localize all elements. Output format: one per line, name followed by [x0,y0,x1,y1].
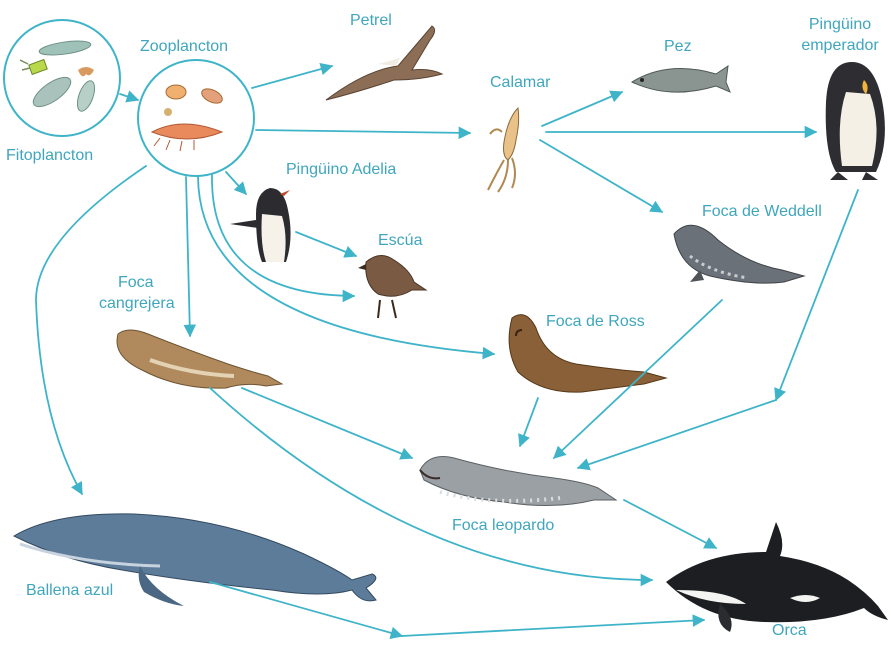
label-pinguino-emperador-line1: Pingüino [790,15,890,34]
arrow-calamar-weddell [540,140,662,212]
arrow-zooplancton-petrel [252,66,332,88]
fitoplancton-circle [4,20,120,136]
zooplancton-circle [138,60,254,176]
arrow-emperador-leopardo-tip [578,400,776,468]
label-pinguino-emperador-line2: emperador [790,36,890,55]
arrow-calamar-pez [542,92,622,126]
label-fitoplancton: Fitoplancton [6,146,93,165]
label-pinguino-adelia: Pingüino Adelia [286,160,396,179]
label-escua: Escúa [378,231,422,250]
pinguino-adelia-illustration [230,188,291,262]
arrow-zooplancton-calamar [256,130,470,133]
label-zooplancton: Zooplancton [140,37,228,56]
calamar-illustration [488,108,519,192]
arrow-cangrejera-leopardo [242,388,412,458]
arrow-ballena-orca-tip [402,620,704,636]
label-foca-cangrejera-line1: Foca [118,273,154,292]
label-orca: Orca [772,621,807,640]
arrow-leopardo-orca [624,500,716,548]
foca-cangrejera-illustration [117,330,282,388]
label-foca-leopardo: Foca leopardo [452,516,554,535]
arrow-zooplancton-ross [198,177,494,354]
arrow-ross-leopardo [520,398,538,446]
arrow-emperador-leopardo [776,190,858,400]
label-foca-cangrejera-line2: cangrejera [99,294,175,313]
arrow-fitoplancton-zooplancton [120,94,138,100]
label-foca-weddell: Foca de Weddell [702,202,822,221]
foca-weddell-illustration [674,225,804,283]
arrow-adelia-escua [296,232,356,256]
label-ballena-azul: Ballena azul [26,581,113,600]
label-petrel: Petrel [350,11,392,30]
label-calamar: Calamar [490,73,550,92]
petrel-illustration [326,26,442,100]
label-pez: Pez [664,37,692,56]
escua-illustration [358,255,426,318]
arrow-zooplancton-cangrejera [186,177,190,336]
pez-illustration [632,66,730,92]
arrow-zooplancton-adelia [226,172,246,194]
foca-leopardo-illustration [420,457,616,506]
label-foca-ross: Foca de Ross [546,312,645,331]
pinguino-emperador-illustration [826,62,885,180]
